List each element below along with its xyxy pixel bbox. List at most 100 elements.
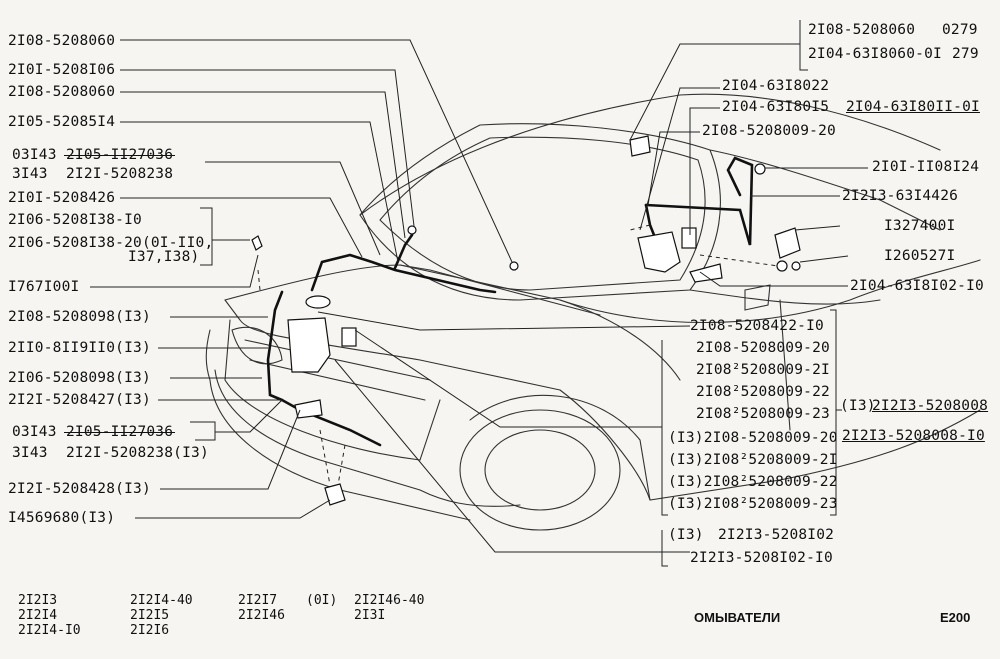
label-left-8: 2I06-5208I38-I0 (8, 212, 142, 228)
label-left-5b: 2I05-II27036 (63, 147, 176, 163)
group2-prefix: (I3) (668, 527, 704, 543)
group1-side-a: 2I2I3-5208008 (872, 398, 989, 414)
group2-item-2: 2I2I3-5208I02-I0 (690, 550, 833, 566)
connector-rear (629, 135, 651, 157)
hood-front (224, 299, 561, 391)
label-left-5a: 03I43 (12, 147, 57, 163)
label-left-3: 2I08-5208060 (8, 84, 116, 100)
washer-pump (341, 327, 357, 347)
label-right-1a: 2I08-5208060 (808, 22, 916, 38)
group2-item-1: 2I2I3-5208I02 (718, 527, 835, 543)
group1-item-4: 2I08²5208009-23 (696, 406, 830, 422)
footer-model-2c: 2I2I6 (130, 623, 170, 638)
footer-model-4: (0I) (306, 593, 338, 608)
fender-line (559, 259, 981, 324)
label-right-6: 2I0I-II08I24 (872, 159, 980, 175)
footer-model-1a: 2I2I3 (18, 593, 58, 608)
side-mirror (744, 284, 771, 311)
label-left-9b: I37,I38) (128, 249, 200, 265)
label-right-4: 2I04-63I80I5 (722, 99, 830, 115)
label-left-14: 2I2I-5208427(I3) (8, 392, 151, 408)
label-left-18: I4569680(I3) (8, 510, 116, 526)
label-right-4b: 2I04-63I80II-0I (846, 99, 980, 115)
roof-rear (709, 149, 941, 231)
group1-item-6: (I3)2I08²5208009-2I (668, 452, 838, 468)
label-right-3: 2I04-63I8022 (722, 78, 830, 94)
label-left-1: 2I08-5208060 (8, 33, 116, 49)
page-number: E200 (940, 610, 971, 625)
door-line (779, 299, 791, 431)
group1-item-8: (I3)2I08²5208009-23 (668, 496, 838, 512)
footer-model-1b: 2I2I4 (18, 608, 58, 623)
group1-item-2: 2I08²5208009-2I (696, 362, 830, 378)
nut (791, 261, 801, 271)
label-right-5: 2I08-5208009-20 (702, 123, 836, 139)
a-pillar (689, 289, 881, 305)
footer-model-5b: 2I3I (354, 608, 386, 623)
group1-side-prefix: (I3) (840, 398, 876, 414)
label-left-9: 2I06-5208I38-20(0I-II0, (8, 235, 214, 251)
label-left-15b: 2I05-II27036 (63, 424, 176, 440)
headlight-left (231, 326, 283, 365)
hood-grill-lines (244, 339, 431, 401)
label-left-10: I767I00I (8, 279, 80, 295)
label-right-2a: 2I04-63I8060-0I (808, 46, 942, 62)
hose-nozzle-left (393, 233, 414, 270)
label-left-13: 2I06-5208098(I3) (8, 370, 151, 386)
label-right-7: 2I2I3-63I4426 (842, 188, 959, 204)
grommet (776, 260, 788, 272)
rear-pump (681, 227, 697, 249)
hose-lower (280, 398, 382, 447)
label-left-2: 2I0I-5208I06 (8, 62, 116, 78)
wheel (459, 409, 621, 531)
hose-front (266, 290, 284, 402)
label-right-1b: 0279 (942, 22, 978, 38)
label-left-12: 2II0-8II9II0(I3) (8, 340, 151, 356)
pump-lower (294, 399, 323, 419)
bracket-rear (689, 263, 723, 283)
footer-model-3a: 2I2I7 (238, 593, 278, 608)
page-title: ОМЫВАТЕЛИ (694, 610, 781, 625)
footer-model-2b: 2I2I5 (130, 608, 170, 623)
hose-rear (644, 156, 754, 246)
nozzle-left (407, 225, 417, 235)
label-left-16a: 3I43 (12, 445, 48, 461)
group1-item-3: 2I08²5208009-22 (696, 384, 830, 400)
rear-reservoir (637, 231, 681, 273)
label-right-8: I327400I (884, 218, 956, 234)
label-right-9: I260527I (884, 248, 956, 264)
hose-windshield (310, 253, 497, 294)
grille (224, 319, 441, 461)
group1-side-b: 2I2I3-5208008-I0 (842, 428, 985, 444)
car-roof-line (359, 93, 941, 216)
bumper-lower (209, 379, 471, 521)
nozzle-assembly (324, 483, 346, 506)
group1-item-7: (I3)2I08²5208009-22 (668, 474, 838, 490)
reservoir-cap (305, 295, 331, 309)
wheel-arch (469, 394, 651, 501)
label-left-15a: 03I43 (12, 424, 57, 440)
footer-model-2a: 2I2I4-40 (130, 593, 193, 608)
front-corner (205, 329, 211, 381)
label-left-7: 2I0I-5208426 (8, 190, 116, 206)
footer-model-1c: 2I2I4-I0 (18, 623, 81, 638)
footer-model-5a: 2I2I46-40 (354, 593, 425, 608)
bracket-ring (774, 227, 801, 259)
hood-crease (399, 264, 601, 316)
nozzle-rear (754, 163, 766, 175)
label-right-2b: 279 (952, 46, 979, 62)
group1-item-5: (I3)2I08-5208009-20 (668, 430, 838, 446)
nozzle-front (509, 261, 519, 271)
washer-reservoir (287, 317, 331, 373)
footer-model-3b: 2I2I46 (238, 608, 285, 623)
label-left-11: 2I08-5208098(I3) (8, 309, 151, 325)
label-left-4: 2I05-52085I4 (8, 114, 116, 130)
group1-item-1: 2I08-5208009-20 (696, 340, 830, 356)
label-right-11: 2I08-5208422-I0 (690, 318, 824, 334)
clip (251, 235, 263, 251)
label-right-10: 2I04-63I8I02-I0 (850, 278, 984, 294)
label-left-6b: 2I2I-5208238 (66, 166, 174, 182)
label-left-16b: 2I2I-5208238(I3) (66, 445, 209, 461)
